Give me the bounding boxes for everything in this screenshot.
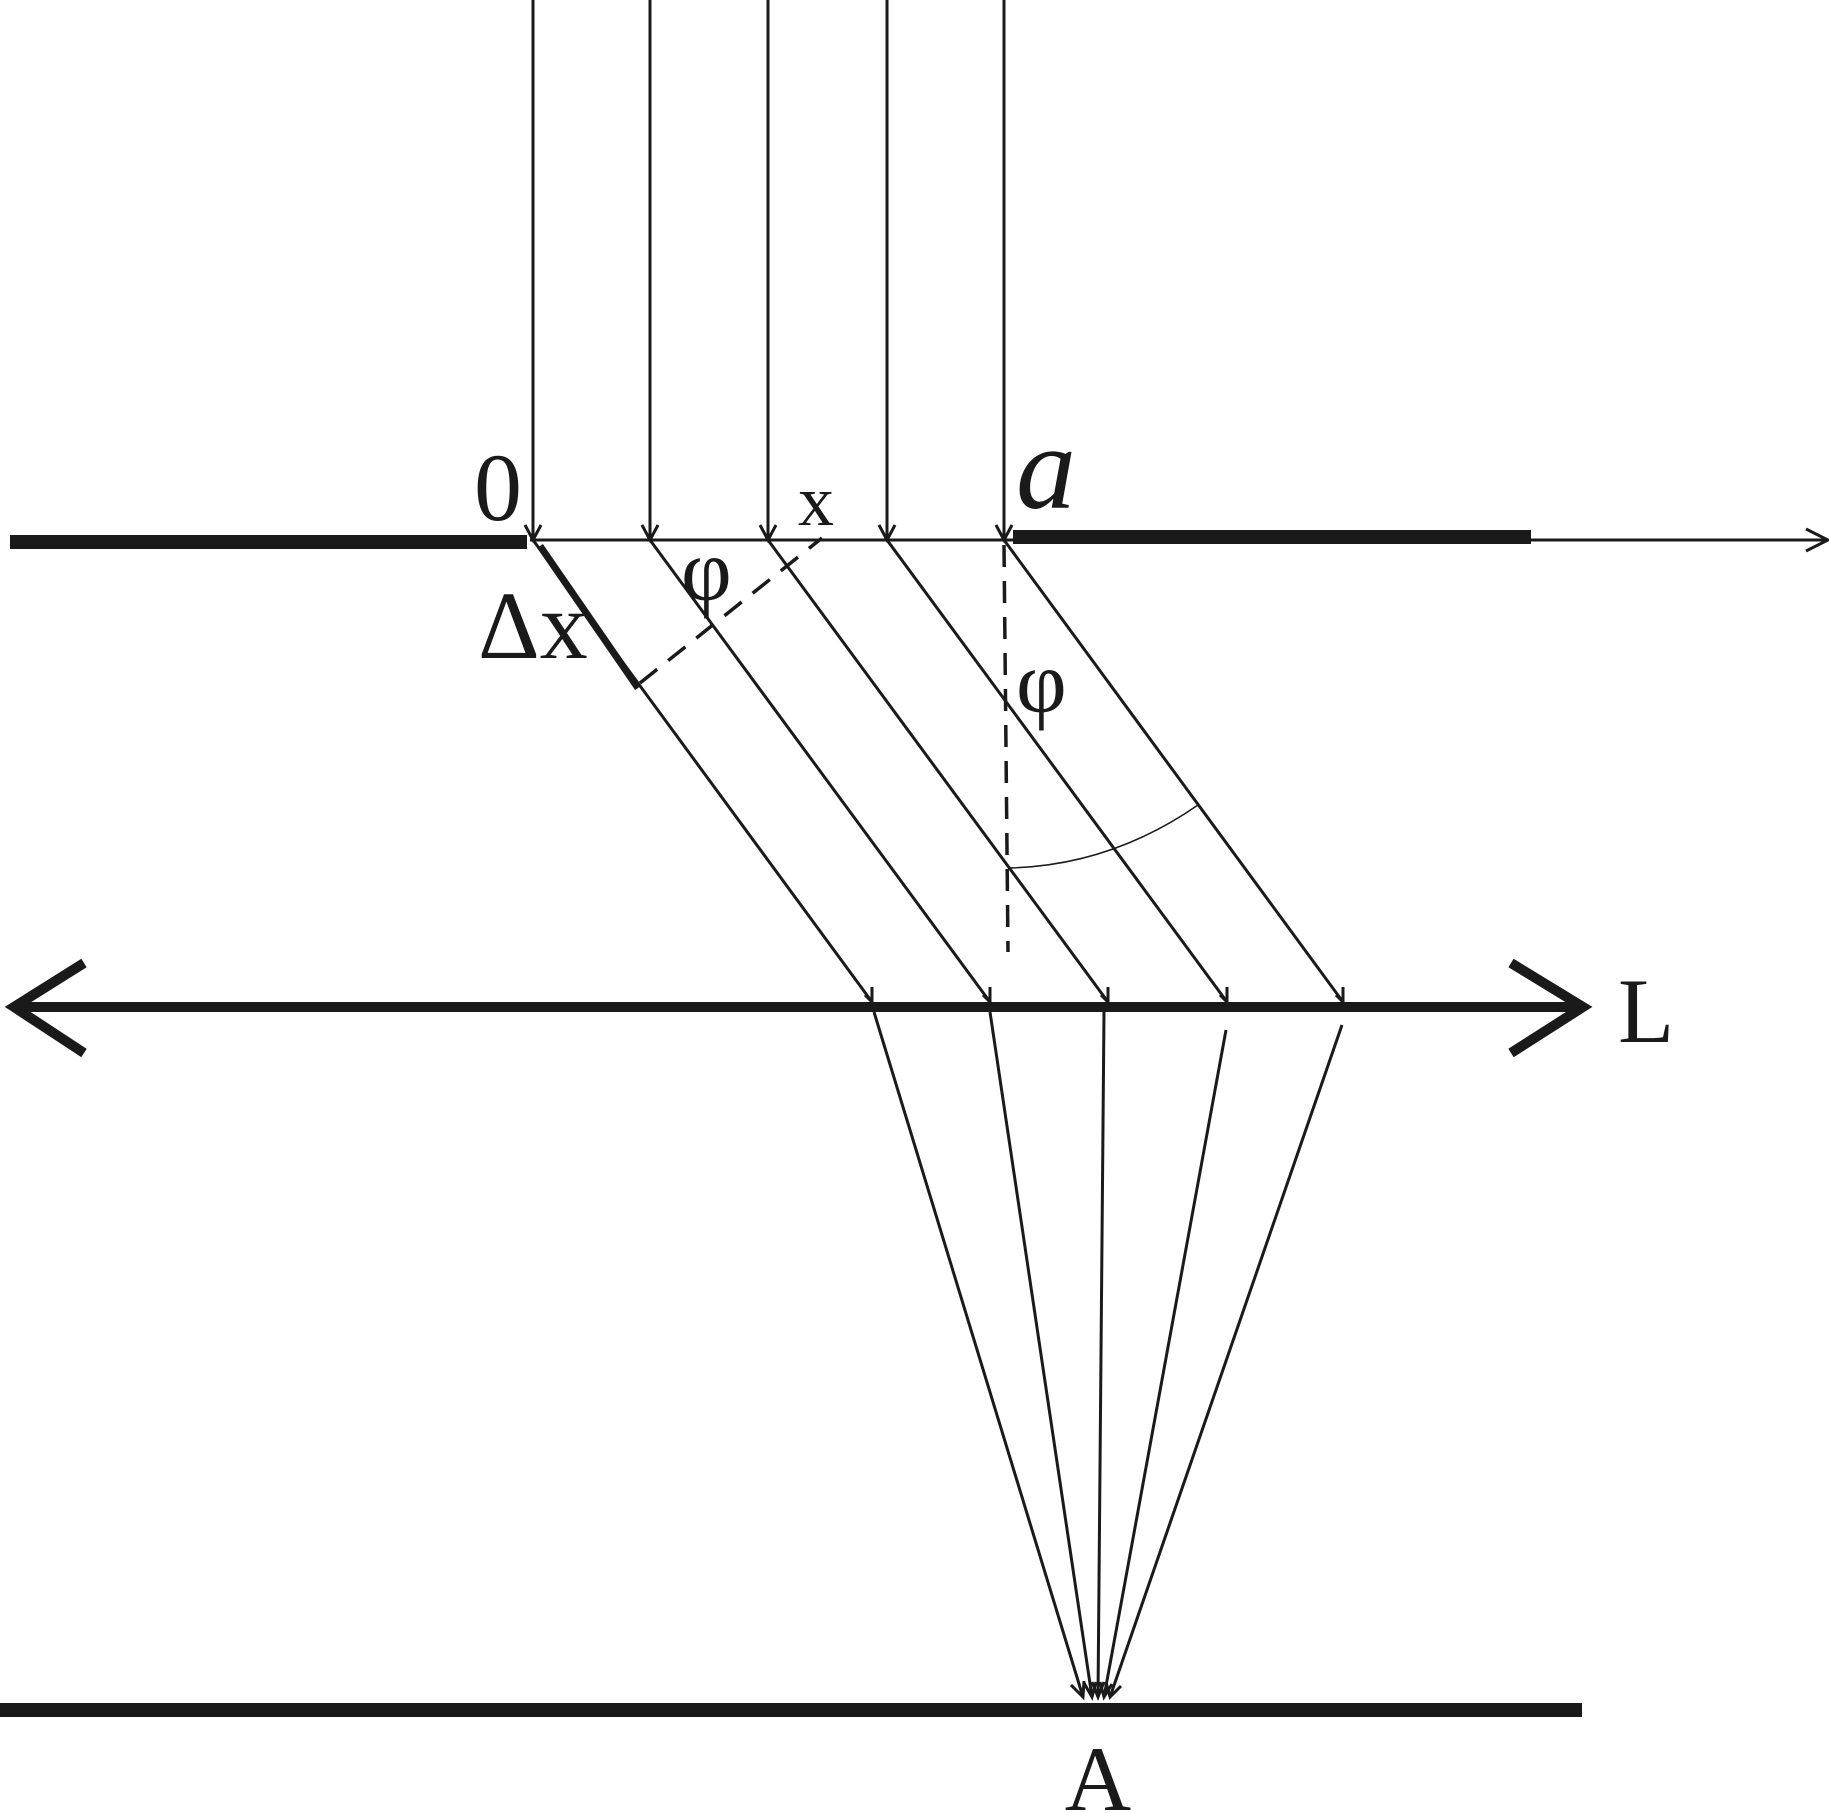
diffracted-ray	[1002, 539, 1345, 1003]
angle-right-label: φ	[1016, 635, 1067, 732]
arrowhead-icon	[981, 987, 992, 1006]
arrowhead-icon	[1069, 1680, 1086, 1701]
arrowhead-icon	[1218, 987, 1229, 1006]
x-axis-arrowhead	[1805, 527, 1829, 553]
slit-width-label: a	[1016, 401, 1076, 534]
lens-label: L	[1618, 960, 1674, 1062]
diffracted-rays	[531, 539, 1345, 1006]
focused-ray	[1108, 1024, 1344, 1698]
arrowhead-icon	[1334, 987, 1345, 1006]
arrowhead-icon	[1098, 1681, 1114, 1701]
wavefront-dashed-line	[638, 536, 824, 685]
focused-ray	[1096, 1011, 1106, 1698]
focused-rays	[872, 1011, 1344, 1702]
slit-barrier	[10, 527, 1829, 553]
incident-rays	[523, 0, 1014, 544]
focused-ray	[872, 1011, 1085, 1698]
focus-point-label: A	[1065, 1728, 1131, 1813]
arrowhead-icon	[1104, 1681, 1123, 1700]
position-label: x	[798, 461, 834, 541]
converging-lens	[4, 958, 1593, 1058]
angle-top-label: φ	[681, 523, 732, 620]
diffracted-ray	[766, 539, 1110, 1003]
diffracted-ray	[648, 539, 992, 1003]
origin-label: 0	[474, 434, 522, 541]
focused-ray	[1102, 1029, 1228, 1698]
focused-ray	[988, 1011, 1094, 1698]
path-difference-segment	[537, 544, 641, 690]
lens-right-arrowhead	[1508, 958, 1593, 1058]
diffracted-ray	[885, 539, 1229, 1003]
angle-arc	[1007, 804, 1199, 869]
normal-dashed-line	[1002, 544, 1010, 953]
arrowhead-icon	[1099, 987, 1110, 1006]
lens-left-arrowhead	[4, 958, 87, 1058]
element-label: Δx	[478, 572, 588, 679]
arrowhead-icon	[863, 987, 874, 1006]
